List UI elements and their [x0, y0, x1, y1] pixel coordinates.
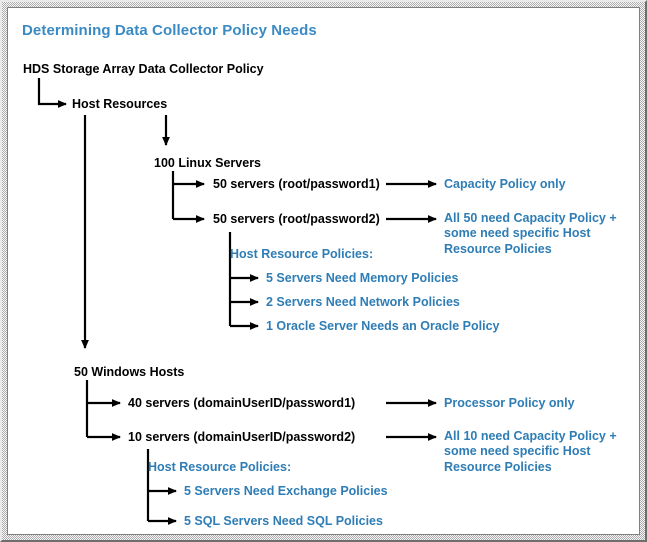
node-linux-policy-1: 5 Servers Need Memory Policies: [266, 271, 459, 285]
node-linux-branch-2: 50 servers (root/password2): [213, 212, 380, 226]
callout-linux-result-2: All 50 need Capacity Policy + some need …: [444, 211, 617, 256]
node-linux-group: 100 Linux Servers: [154, 156, 262, 170]
connector-layer: [37, 78, 437, 525]
node-windows-policy-1: 5 Servers Need Exchange Policies: [184, 484, 388, 498]
node-linux-branch-1: 50 servers (root/password1): [213, 177, 380, 191]
callout-windows-result-2: All 10 need Capacity Policy + some need …: [444, 429, 617, 474]
diagram-canvas: Determining Data Collector Policy Needs …: [7, 7, 640, 535]
label-linux-policies: Host Resource Policies:: [230, 247, 374, 261]
node-linux-policy-3: 1 Oracle Server Needs an Oracle Policy: [266, 319, 500, 333]
connector-root-to-hostresources: [37, 78, 67, 108]
node-windows-policy-2: 5 SQL Servers Need SQL Policies: [184, 514, 383, 528]
diagram-title: Determining Data Collector Policy Needs: [22, 22, 317, 39]
callout-windows-result-1: Processor Policy only: [444, 396, 575, 410]
node-windows-group: 50 Windows Hosts: [74, 365, 185, 379]
node-root-policy: HDS Storage Array Data Collector Policy: [23, 62, 264, 76]
node-windows-branch-2: 10 servers (domainUserID/password2): [128, 430, 356, 444]
callout-linux-result-1: Capacity Policy only: [444, 177, 566, 191]
node-host-resources: Host Resources: [72, 97, 168, 111]
node-linux-policy-2: 2 Servers Need Network Policies: [266, 295, 460, 309]
node-windows-branch-1: 40 servers (domainUserID/password1): [128, 396, 356, 410]
label-windows-policies: Host Resource Policies:: [148, 460, 292, 474]
